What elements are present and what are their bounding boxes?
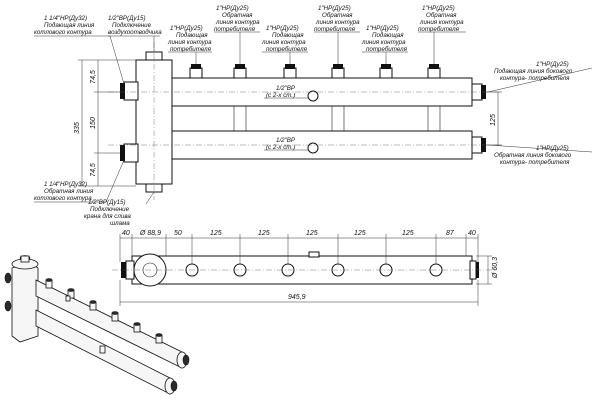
- dim-height-mid: 150: [90, 117, 97, 129]
- supply-outlet-6: [427, 67, 441, 79]
- supply-outlets: [189, 64, 441, 79]
- dim-overall-length: 945,9: [288, 294, 306, 301]
- riser-lines: [233, 106, 441, 131]
- dim-top-4: 125: [258, 230, 270, 237]
- supply-outlet-1: [189, 67, 203, 79]
- supply-outlet-3: [283, 67, 297, 79]
- supply-outlet-3-thread: [285, 64, 295, 69]
- dim-height-upper: 74,5: [90, 70, 97, 84]
- boiler-supply-stub: [123, 81, 139, 101]
- dim-height-total: 335: [74, 122, 81, 134]
- supply-outlet-2: [233, 67, 247, 79]
- svg-text:1"НР(Дy25)Подающая линия боков: 1"НР(Дy25)Подающая линия боковогоконтура…: [494, 61, 573, 82]
- dim-top-5: 125: [306, 230, 318, 237]
- dim-top-9: 40: [468, 230, 476, 237]
- dim-top-6: 125: [354, 230, 366, 237]
- supply-outlet-5: [379, 67, 393, 79]
- right-dimension: 125: [486, 91, 502, 146]
- iso-outlets: [45, 278, 163, 354]
- dim-top-0: 40: [122, 230, 130, 237]
- dim-side-spacing: 125: [490, 114, 497, 126]
- left-dimensions: 335 74,5 150 74,5: [74, 59, 136, 187]
- supply-outlet-5-thread: [381, 64, 391, 69]
- supply-outlet-2-thread: [235, 64, 245, 69]
- supply-outlet-4-thread: [333, 64, 343, 69]
- svg-text:1/2"ВР(с 2-х ст.): 1/2"ВР(с 2-х ст.): [266, 85, 296, 99]
- supply-outlet-1-thread: [191, 64, 201, 69]
- top-view-center-nub: [308, 251, 320, 258]
- dim-pipe-diameter: Ø 60,3: [492, 257, 499, 279]
- svg-text:1"НР(Дy25)Обратная линия боков: 1"НР(Дy25)Обратная линия боковогоконтура…: [494, 145, 572, 166]
- label-sensor-bottom: 1/2"ВР(с 2-х ст.): [264, 137, 308, 151]
- supply-outlet-4: [331, 67, 345, 79]
- dim-top-2: 50: [174, 230, 182, 237]
- boiler-return-thread: [120, 145, 125, 161]
- dim-top-3: 125: [210, 230, 222, 237]
- sensor-socket-top: [307, 90, 319, 102]
- top-view: [112, 251, 492, 287]
- iso-separator: [11, 261, 39, 343]
- dim-top-7: 125: [402, 230, 414, 237]
- supply-outlet-6-thread: [429, 64, 439, 69]
- top-view-dimensions: 40 Ø 88,9 50 125 125 125 125 125 87 40 9…: [119, 230, 499, 306]
- label-sensor-top: 1/2"ВР(с 2-х ст.): [264, 85, 308, 99]
- sensor-socket-bottom: [307, 142, 319, 154]
- dim-height-lower: 74,5: [90, 163, 97, 177]
- boiler-return-stub: [123, 143, 139, 163]
- dim-top-1: Ø 88,9: [139, 230, 161, 237]
- boiler-supply-thread: [120, 83, 125, 99]
- dim-top-8: 87: [446, 230, 455, 237]
- svg-text:1/2"ВР(с 2-х ст.): 1/2"ВР(с 2-х ст.): [266, 137, 296, 151]
- front-view: [108, 42, 500, 200]
- isometric-view: [4, 255, 190, 395]
